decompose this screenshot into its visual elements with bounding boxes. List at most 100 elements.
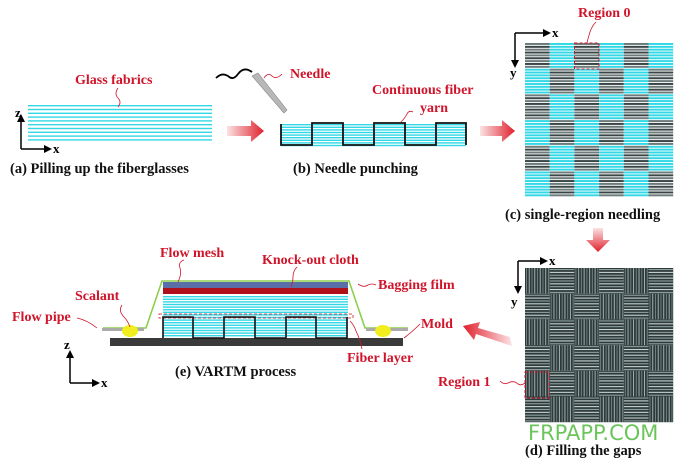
cell-stripe: [635, 319, 637, 346]
needled-cell-stripe: [599, 88, 624, 91]
cell-stripe: [586, 319, 588, 346]
cell-stripe: [578, 319, 580, 346]
cell-stripe: [558, 345, 560, 371]
needled-cell-stripe: [648, 85, 674, 88]
cell-stripe: [599, 337, 624, 339]
unneedled-cell-stripe: [549, 148, 575, 151]
cell-stripe: [599, 291, 624, 293]
needled-cell-stripe: [525, 157, 550, 160]
cell-stripe: [574, 417, 600, 419]
cell-stripe: [623, 360, 649, 362]
cell-stripe: [574, 400, 600, 402]
unneedled-cell-stripe: [549, 102, 575, 105]
cell-stripe: [561, 345, 563, 371]
cell-stripe: [599, 277, 624, 279]
cell-stripe: [648, 286, 674, 288]
cell-stripe: [549, 380, 575, 382]
needled-cell-stripe: [549, 68, 575, 71]
needled-cell-stripe: [648, 128, 674, 131]
unneedled-cell-stripe: [549, 117, 575, 120]
cell-stripe: [574, 414, 600, 416]
panel-b: Needle Continuous fiber yarn (b) Needle …: [215, 67, 474, 177]
axis-x-label: x: [53, 141, 60, 156]
glass-fabric-layer: [28, 116, 212, 118]
needled-cell-stripe: [599, 185, 624, 188]
cell-stripe: [549, 286, 575, 288]
needled-cell-stripe: [623, 57, 649, 60]
unneedled-cell-stripe: [648, 117, 674, 120]
cell-stripe: [660, 293, 662, 320]
unneedled-cell-stripe: [574, 80, 600, 83]
cell-stripe: [589, 268, 591, 294]
yarn-leader: [400, 110, 414, 123]
unneedled-cell-stripe: [574, 74, 600, 77]
needled-cell-stripe: [623, 62, 649, 65]
needled-cell-stripe: [623, 108, 649, 111]
fabric-layer: [163, 298, 348, 300]
caption-d: (d) Filling the gaps: [525, 443, 642, 458]
cell-stripe: [624, 370, 626, 397]
cell-stripe: [623, 420, 649, 422]
region-0-box: [574, 42, 600, 70]
glass-fabric-layer: [28, 131, 212, 133]
cell-stripe: [549, 320, 575, 322]
needled-cell-stripe: [599, 174, 624, 177]
cell-stripe: [648, 394, 674, 396]
needled-cell-stripe: [525, 97, 550, 100]
cell-stripe: [525, 403, 550, 405]
cell-stripe: [542, 319, 544, 346]
bagging-film-label: Bagging film: [378, 278, 455, 293]
watermark: FRPAPP.COM: [528, 421, 658, 445]
cell-stripe: [525, 311, 550, 313]
unneedled-cell-stripe: [623, 188, 649, 191]
needled-cell-stripe: [549, 140, 575, 143]
cell-stripe: [599, 271, 624, 273]
panel-d: Region 1 x y FRPAPP.COM (d) Filling the …: [438, 253, 674, 458]
needled-cell-stripe: [648, 180, 674, 183]
unneedled-cell-stripe: [648, 65, 674, 68]
cell-stripe: [648, 340, 674, 342]
unneedled-cell-stripe: [549, 114, 575, 117]
cell-stripe: [623, 300, 649, 302]
unneedled-cell-stripe: [648, 97, 674, 100]
needled-cell-stripe: [525, 57, 550, 60]
cell-stripe: [648, 371, 674, 373]
flow-pipe-label: Flow pipe: [12, 310, 71, 325]
cell-stripe: [574, 317, 600, 319]
needled-cell-stripe: [525, 162, 550, 165]
needled-cell-stripe: [574, 62, 600, 65]
cell-stripe: [549, 337, 575, 339]
cell-stripe: [622, 396, 624, 423]
caption-e: (e) VARTM process: [175, 364, 296, 380]
needled-yarn: [162, 316, 348, 339]
cell-stripe: [608, 396, 610, 423]
cell-stripe: [549, 288, 575, 291]
needled-cell-stripe: [525, 43, 550, 45]
glass-fabric-layer: [28, 105, 212, 107]
unneedled-cell-stripe: [574, 194, 600, 197]
cell-stripe: [623, 346, 649, 348]
cell-stripe: [649, 396, 651, 423]
unneedled-cell-stripe: [648, 102, 674, 105]
cell-stripe: [589, 370, 591, 397]
unneedled-cell-stripe: [648, 165, 674, 168]
cell-stripe: [574, 311, 600, 313]
mold: [110, 338, 403, 346]
cell-stripe: [611, 293, 613, 320]
caption-c: (c) single-region needling: [505, 207, 661, 223]
cell-stripe: [648, 386, 674, 388]
region-0-leader: [586, 21, 597, 44]
cell-stripe: [542, 370, 544, 397]
cell-stripe: [549, 326, 575, 328]
cell-stripe: [591, 268, 593, 294]
cell-stripe: [525, 368, 550, 371]
cell-stripe: [567, 345, 569, 371]
cell-stripe: [627, 319, 629, 346]
needled-cell-stripe: [599, 122, 624, 125]
axis-x-label: x: [552, 25, 559, 40]
unneedled-cell-stripe: [525, 68, 550, 71]
needled-cell-stripe: [623, 148, 649, 151]
cell-stripe: [657, 396, 659, 423]
needled-cell-stripe: [648, 125, 674, 128]
cell-stripe: [638, 370, 640, 397]
